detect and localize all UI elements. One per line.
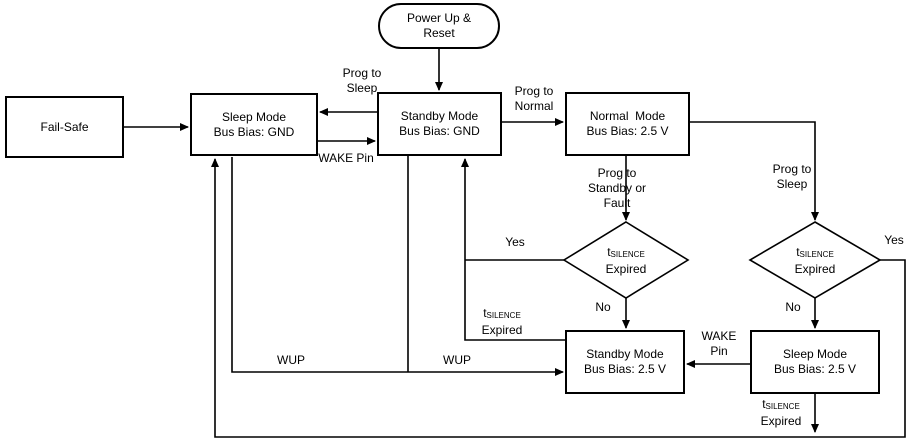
label-line: Sleep: [346, 81, 378, 95]
label-line: Expired: [481, 323, 523, 337]
label-line: WAKE Pin: [318, 151, 374, 165]
tsilence-symbol: t: [483, 306, 487, 320]
edge-label-wup-left: WUP: [272, 353, 310, 368]
label-line: No: [595, 300, 611, 314]
decision-center-diamond: [562, 221, 690, 299]
label-line: No: [785, 300, 801, 314]
node-sleep-mode-gnd: Sleep Mode Bus Bias: GND: [190, 93, 318, 156]
edge-label-prog-to-normal: Prog to Normal: [503, 84, 565, 114]
edge-label-wake-pin-top: WAKE Pin: [313, 151, 379, 166]
edge-label-tsilence-expired-bottom: tSILENCE Expired: [751, 397, 811, 429]
label-line: Yes: [505, 235, 525, 249]
node-line: Bus Bias: GND: [399, 124, 480, 138]
tsilence-symbol: t: [796, 245, 800, 259]
node-line: Bus Bias: 2.5 V: [773, 362, 857, 376]
node-line: Bus Bias: GND: [213, 124, 295, 139]
edge-label-prog-to-sleep-right: Prog to Sleep: [761, 162, 823, 192]
decision-line: Expired: [794, 262, 836, 276]
edge-label-yes-center: Yes: [498, 235, 532, 250]
node-line: Sleep Mode: [782, 347, 848, 361]
label-line: Pin: [710, 344, 728, 358]
label-line: Prog to: [342, 66, 382, 80]
edge-label-yes-right: Yes: [876, 233, 909, 248]
tsilence-subscript: SILENCE: [610, 250, 645, 259]
label-line: Prog to: [772, 162, 812, 176]
decision-line: Expired: [605, 262, 647, 276]
node-line: Standby Mode: [400, 109, 479, 123]
node-line: Reset: [423, 26, 455, 40]
edge-standby25-tsilence-to-standby-gnd: [461, 158, 565, 341]
tsilence-subscript: SILENCE: [486, 311, 521, 320]
edge-label-tsilence-expired-mid: tSILENCE Expired: [472, 306, 532, 338]
label-line: Standby or: [587, 181, 647, 195]
label-line: Expired: [760, 414, 802, 428]
decision-right-diamond: [748, 221, 882, 299]
edge-label-no-center: No: [588, 300, 618, 315]
edge-label-wake-pin-bottom: WAKE Pin: [692, 329, 746, 359]
label-line: WAKE: [701, 329, 737, 343]
edge-label-no-right: No: [778, 300, 808, 315]
edge-label-wup-right: WUP: [438, 353, 476, 368]
label-line: Prog to: [597, 166, 637, 180]
decision-right-text: tSILENCE Expired: [754, 245, 876, 276]
edge-label-prog-to-sleep-top: Prog to Sleep: [329, 66, 395, 96]
node-fail-safe: Fail-Safe: [5, 96, 124, 158]
node-normal-mode: Normal Mode Bus Bias: 2.5 V: [565, 92, 690, 156]
edge-normal-to-decision-right: [690, 121, 819, 221]
edge-label-prog-to-standby-or-fault: Prog to Standby or Fault: [575, 166, 659, 211]
edge-wup-from-sleep-gnd: [231, 157, 564, 376]
node-line: Fail-Safe: [40, 119, 89, 134]
tsilence-subscript: SILENCE: [799, 250, 834, 259]
node-line: Bus Bias: 2.5 V: [586, 124, 669, 138]
tsilence-subscript: SILENCE: [765, 402, 800, 411]
tsilence-symbol: t: [762, 397, 766, 411]
node-line: Sleep Mode: [221, 109, 287, 124]
label-line: Yes: [884, 233, 904, 247]
label-line: WUP: [277, 353, 305, 367]
node-line: Normal Mode: [589, 109, 666, 123]
edge-decision-right-yes-loop-to-sleep-gnd: [211, 158, 906, 438]
label-line: Sleep: [776, 177, 808, 191]
decision-center-text: tSILENCE Expired: [565, 245, 687, 276]
label-line: WUP: [443, 353, 471, 367]
label-line: Fault: [603, 196, 631, 210]
node-standby-mode-25v: Standby Mode Bus Bias: 2.5 V: [565, 330, 685, 394]
tsilence-symbol: t: [607, 245, 611, 259]
label-line: Normal: [514, 99, 554, 113]
node-standby-mode-gnd: Standby Mode Bus Bias: GND: [377, 92, 502, 156]
node-line: Bus Bias: 2.5 V: [583, 362, 667, 376]
label-line: Prog to: [514, 84, 554, 98]
node-power-up-reset: Power Up & Reset: [378, 3, 500, 49]
node-line: Power Up &: [406, 11, 472, 25]
node-line: Standby Mode: [586, 347, 664, 361]
node-sleep-mode-25v: Sleep Mode Bus Bias: 2.5 V: [750, 330, 880, 394]
